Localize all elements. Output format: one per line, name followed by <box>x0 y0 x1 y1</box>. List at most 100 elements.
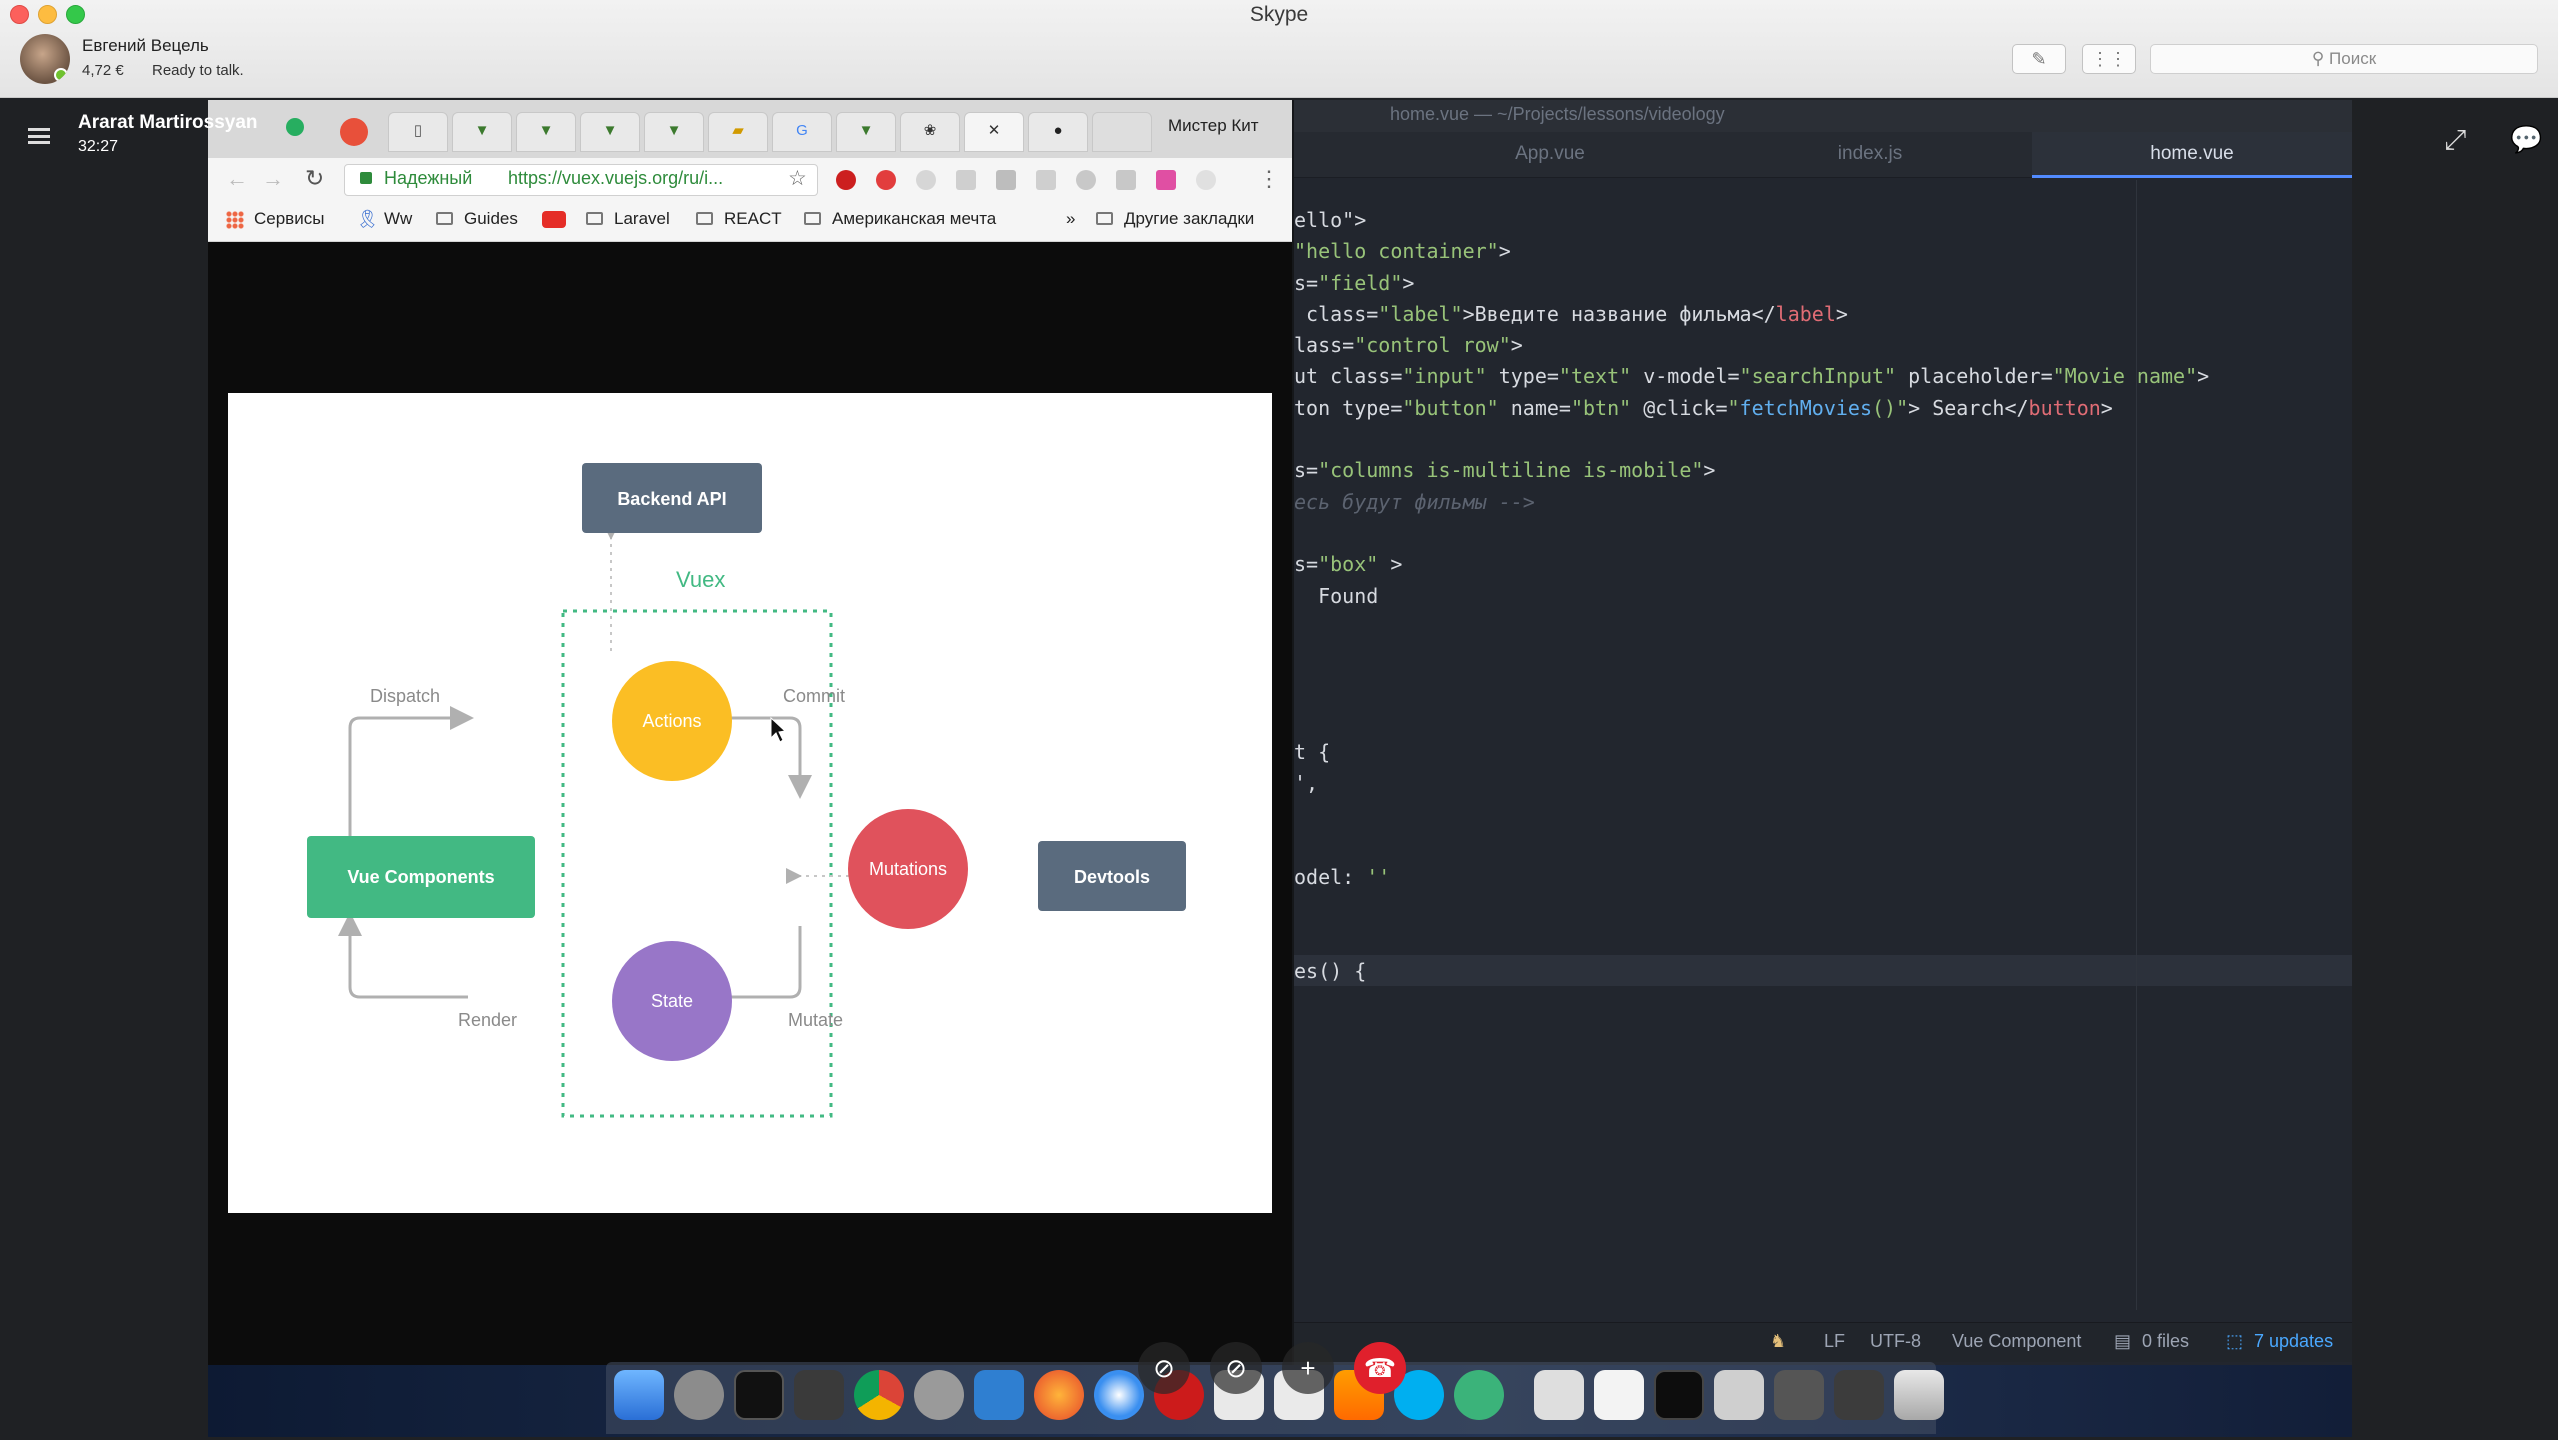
close-icon[interactable]: ✕ <box>987 122 1001 139</box>
extension-icon[interactable] <box>1156 170 1176 190</box>
vue-devtools-icon[interactable] <box>996 170 1016 190</box>
power-icon[interactable] <box>914 1370 964 1420</box>
code-line[interactable]: class="label">Введите название фильма</l… <box>1294 301 1848 326</box>
more-bookmarks-chevron[interactable]: » <box>1066 209 1076 228</box>
code-line[interactable] <box>1294 643 2352 674</box>
bookmark-star-icon[interactable]: ☆ <box>788 167 807 190</box>
code-line[interactable]: ton type="button" name="btn" @click="fet… <box>1294 395 2113 420</box>
browser-menu-icon[interactable]: ⋮ <box>1258 166 1280 191</box>
mute-button[interactable]: ⊘ <box>1210 1342 1262 1394</box>
opera-extension-icon[interactable] <box>836 170 856 190</box>
opera-tab-icon[interactable] <box>340 118 368 146</box>
code-line[interactable]: es() { <box>1294 959 1367 984</box>
menu-icon[interactable] <box>28 128 50 144</box>
browser-tab[interactable]: ▼ <box>516 112 576 152</box>
reload-icon[interactable]: ↻ <box>305 165 325 191</box>
code-line[interactable]: s="columns is-multiline is-mobile"> <box>1294 458 1716 483</box>
code-line[interactable]: Found <box>1294 583 1379 608</box>
tab-app-vue[interactable]: App.vue <box>1515 143 1585 164</box>
address-bar[interactable] <box>344 164 818 196</box>
code-line[interactable]: ello"> <box>1294 208 1367 232</box>
browser-tab[interactable]: ▼ <box>836 112 896 152</box>
trash-icon[interactable] <box>1894 1370 1944 1420</box>
extension-icon[interactable] <box>1036 170 1056 190</box>
bookmark-services[interactable]: Сервисы <box>254 209 325 228</box>
skype-credit-balance[interactable]: 4,72 € <box>82 62 124 79</box>
user-status-message[interactable]: Ready to talk. <box>152 62 244 79</box>
back-arrow-icon[interactable]: ← <box>226 166 248 191</box>
end-call-button[interactable]: ☎ <box>1354 1342 1406 1394</box>
document-stack-icon[interactable] <box>1714 1370 1764 1420</box>
browser-tab[interactable]: ▯ <box>388 112 448 152</box>
url-text[interactable]: https://vuex.vuejs.org/ru/i... <box>508 168 724 188</box>
close-window-button[interactable] <box>10 5 29 24</box>
code-line[interactable]: ut class="input" type="text" v-model="se… <box>1294 364 2210 389</box>
minimize-window-button[interactable] <box>38 5 57 24</box>
file-encoding[interactable]: UTF-8 <box>1870 1331 1921 1351</box>
browser-tab[interactable]: ❀ <box>900 112 960 152</box>
chrome-icon[interactable] <box>854 1370 904 1420</box>
document-stack-icon[interactable] <box>1594 1370 1644 1420</box>
line-ending[interactable]: LF <box>1824 1331 1846 1351</box>
grammar-selector[interactable]: Vue Component <box>1952 1331 2082 1351</box>
tab-index-js[interactable]: index.js <box>1837 143 1903 164</box>
code-line[interactable]: есь будут фильмы --> <box>1294 489 1535 514</box>
code-line[interactable] <box>1294 925 2352 956</box>
window-thumbnail-icon[interactable] <box>1654 1370 1704 1420</box>
code-line[interactable]: s="box" > <box>1294 552 1403 577</box>
code-line[interactable]: odel: '' <box>1294 865 1391 890</box>
git-icon[interactable]: ♞ <box>1770 1331 1787 1351</box>
browser-tab[interactable]: ▼ <box>452 112 512 152</box>
code-area[interactable]: ello"> "hello container"> s="field"> class… <box>1294 205 2352 987</box>
code-line[interactable]: t { <box>1294 740 1331 765</box>
code-line[interactable]: lass="control row"> <box>1294 333 1523 358</box>
code-line[interactable] <box>1294 894 2352 925</box>
browser-tab[interactable]: ● <box>1028 112 1088 152</box>
chat-bubble-icon[interactable]: 💬 <box>2510 124 2543 154</box>
dialpad-button[interactable]: ⋮⋮ <box>2082 44 2136 74</box>
finder-icon[interactable] <box>614 1370 664 1420</box>
code-line[interactable] <box>1294 706 2352 737</box>
code-line[interactable] <box>1294 674 2352 705</box>
bookmark-laravel[interactable]: Laravel <box>614 209 670 228</box>
zoom-window-button[interactable] <box>66 5 85 24</box>
safari-icon[interactable] <box>1094 1370 1144 1420</box>
bookmark-guides[interactable]: Guides <box>464 209 518 228</box>
browser-tab[interactable]: ▼ <box>644 112 704 152</box>
terminal-icon[interactable] <box>734 1370 784 1420</box>
browser-tab[interactable]: G <box>772 112 832 152</box>
document-stack-icon[interactable] <box>1534 1370 1584 1420</box>
bookmark-react[interactable]: REACT <box>724 209 782 228</box>
search-input[interactable]: ⚲ Поиск <box>2150 44 2538 74</box>
browser-tab[interactable]: ▼ <box>580 112 640 152</box>
vscode-icon[interactable] <box>974 1370 1024 1420</box>
launchpad-icon[interactable] <box>674 1370 724 1420</box>
code-line[interactable] <box>1294 612 2352 643</box>
compose-button[interactable]: ✎ <box>2012 44 2066 74</box>
window-thumbnail-icon[interactable] <box>1834 1370 1884 1420</box>
window-thumbnail-icon[interactable] <box>1774 1370 1824 1420</box>
extension-icon[interactable] <box>956 170 976 190</box>
camera-icon[interactable] <box>1116 170 1136 190</box>
tab-home-vue[interactable]: home.vue <box>2032 132 2352 178</box>
firefox-icon[interactable] <box>1034 1370 1084 1420</box>
browser-tab[interactable]: ▰ <box>708 112 768 152</box>
code-line[interactable] <box>1294 424 2352 455</box>
code-line[interactable]: "hello container"> <box>1294 239 1511 264</box>
browser-profile-name[interactable]: Мистер Кит <box>1168 116 1259 135</box>
fullscreen-icon[interactable]: ⤢ <box>2444 124 2467 155</box>
adblock-icon[interactable] <box>876 170 896 190</box>
youtube-icon[interactable] <box>542 211 566 228</box>
cloud-icon[interactable] <box>1076 170 1096 190</box>
git-files-count[interactable]: 0 files <box>2142 1331 2190 1351</box>
new-tab-button[interactable] <box>1092 112 1152 152</box>
updates-count[interactable]: 7 updates <box>2254 1331 2334 1351</box>
code-line[interactable]: s="field"> <box>1294 270 1415 295</box>
extension-icon[interactable] <box>916 170 936 190</box>
add-participant-button[interactable]: + <box>1282 1342 1334 1394</box>
bookmark-american-dream[interactable]: Американская мечта <box>832 209 997 228</box>
bookmark-ww[interactable]: Ww <box>384 209 413 228</box>
browser-tab-active[interactable]: ✕ <box>964 112 1024 152</box>
apps-grid-icon[interactable] <box>226 211 244 229</box>
avatar[interactable] <box>20 34 70 84</box>
